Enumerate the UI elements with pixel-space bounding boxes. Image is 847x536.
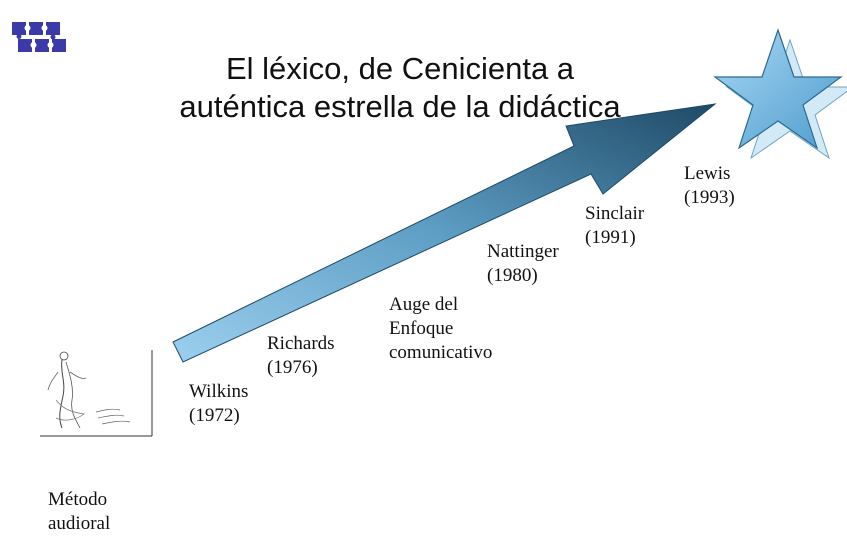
title-line-1: El léxico, de Cenicienta a [225,51,575,86]
cinderella-sketch-image [40,350,153,437]
puzzle-logo-icon [12,22,66,52]
star-icon [713,28,847,160]
milestone-sinclair: Sinclair (1991) [585,203,645,248]
milestone-nattinger: Nattinger (1980) [487,241,559,286]
page-title: El léxico, de Cenicienta a auténtica est… [140,50,660,126]
milestone-lewis: Lewis (1993) [684,163,735,208]
milestone-metodo-audioral: Método audioral [48,489,111,534]
milestone-auge-enfoque: Auge del Enfoque comunicativo [389,294,493,363]
milestone-richards: Richards (1976) [267,333,335,378]
rising-arrow [172,103,717,363]
milestone-wilkins: Wilkins (1972) [189,381,249,426]
title-line-2: auténtica estrella de la didáctica [179,89,621,124]
